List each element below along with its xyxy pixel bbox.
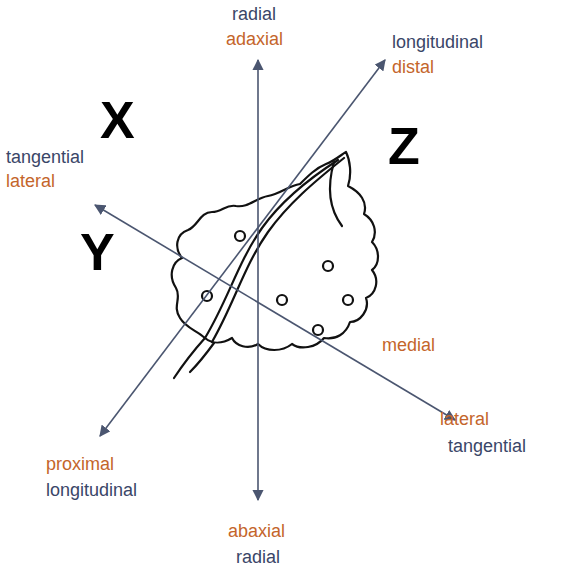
axis-direction: lateral [6, 172, 55, 192]
axis-name: tangential [448, 437, 526, 457]
axis-direction: distal [392, 58, 434, 78]
axis-letter: Y [80, 224, 115, 281]
axis-lines [95, 60, 455, 500]
axis-name: tangential [6, 148, 84, 168]
axis-direction: proximal [46, 455, 114, 475]
axis-letter: Z [388, 118, 420, 175]
axis-letter: X [100, 92, 135, 149]
axis-direction: lateral [440, 410, 489, 430]
axis-direction: abaxial [228, 522, 285, 542]
leaf-drawing [172, 152, 378, 378]
axis-name: longitudinal [46, 481, 137, 501]
axis-name: radial [232, 5, 276, 25]
axis-name: radial [236, 548, 280, 568]
axis-direction: adaxial [226, 30, 283, 50]
axis-direction: medial [382, 336, 435, 356]
axis-name: longitudinal [392, 33, 483, 53]
